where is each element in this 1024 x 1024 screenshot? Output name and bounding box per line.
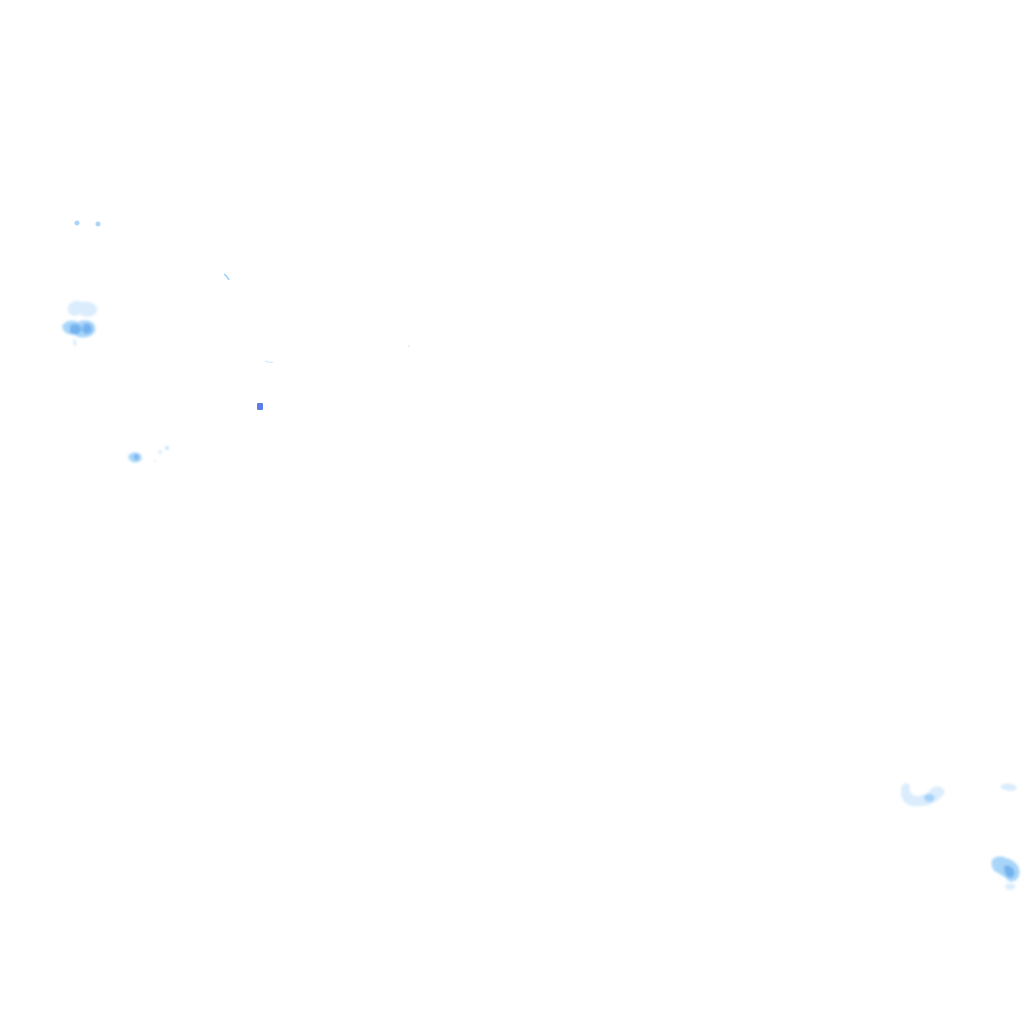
echo-speck bbox=[408, 345, 410, 347]
echo-cluster-southeast bbox=[901, 783, 1017, 807]
echo-blob bbox=[901, 783, 945, 807]
echo-blob bbox=[924, 794, 935, 802]
echo-blob bbox=[70, 324, 82, 335]
echo-cluster-east-edge bbox=[991, 856, 1020, 890]
echo-specks-top bbox=[74, 220, 230, 281]
echo-blob bbox=[82, 323, 92, 334]
echo-speck bbox=[74, 220, 80, 226]
echo-speck bbox=[158, 450, 162, 454]
echo-speck bbox=[153, 459, 157, 463]
echo-blob bbox=[134, 454, 139, 460]
echo-specks-mid bbox=[264, 345, 410, 363]
echo-cell-intense bbox=[257, 403, 263, 410]
echo-blob bbox=[1005, 883, 1016, 890]
echo-cluster-northwest bbox=[62, 300, 98, 346]
echo-blob bbox=[1000, 783, 1017, 791]
echo-speck bbox=[165, 446, 169, 450]
echo-speck bbox=[264, 360, 274, 363]
echo-speck bbox=[95, 221, 101, 227]
echo-speck bbox=[223, 273, 230, 281]
echo-cell bbox=[257, 403, 263, 410]
echo-blob bbox=[68, 300, 98, 317]
echo-cluster-west bbox=[128, 446, 169, 463]
echo-blob bbox=[1004, 865, 1015, 878]
echo-blob bbox=[73, 338, 77, 346]
